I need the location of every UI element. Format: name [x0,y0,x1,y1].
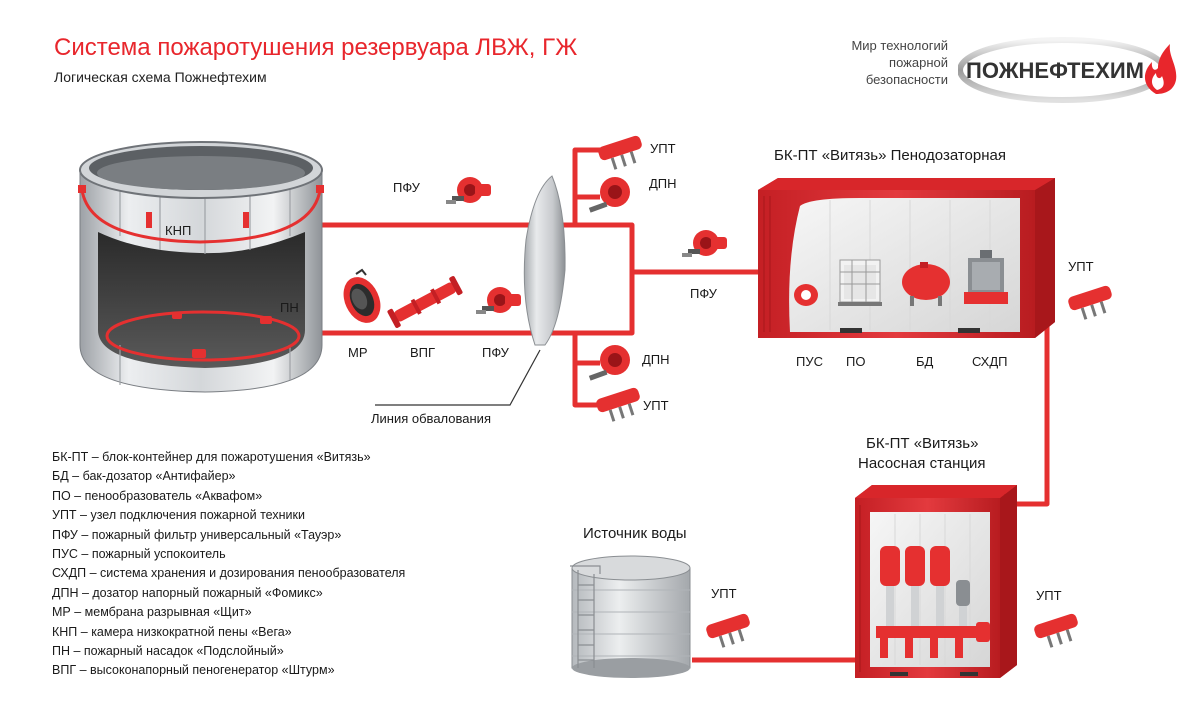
legend: БК-ПТ – блок-контейнер для пожаротушения… [52,448,405,681]
label-pfu-top: ПФУ [393,180,421,195]
legend-item: ВПГ – высоконапорный пеногенератор «Штур… [52,663,335,678]
label-dpn-bottom: ДПН [642,352,670,367]
label-pn: ПН [280,300,299,315]
foam-dosing-container: БК-ПТ «Витязь» Пенодозаторная [758,147,1055,369]
legend-item: МР – мембрана разрывная «Щит» [52,605,252,620]
filter-icon-line [476,287,521,314]
legend-item: СХДП – система хранения и дозирования пе… [52,566,406,581]
page-subtitle: Логическая схема Пожнефтехим [54,69,267,85]
label-skhdp: СХДП [972,354,1007,369]
connection-node-pump-right [1034,613,1078,648]
label-upt-bottom: УПТ [643,398,669,413]
label-upt-foam: УПТ [1068,259,1094,274]
connection-node-foam [1068,285,1112,320]
legend-item: ПН – пожарный насадок «Подслойный» [52,644,284,659]
filter-icon-mid [682,230,727,257]
calmer-icon [794,284,818,306]
dispenser-icon-bottom [588,345,630,381]
foam-generator [387,276,463,328]
label-upt-top: УПТ [650,141,676,156]
water-source-title: Источник воды [583,525,687,542]
brand-tagline: Мир технологий пожарной безопасности [800,37,948,88]
label-vpg: ВПГ [410,345,435,360]
connection-node-top [598,135,642,170]
legend-item: ПО – пенообразователь «Аквафом» [52,488,263,503]
tagline-line-3: безопасности [865,72,948,87]
pump-station-container: БК-ПТ «Витязь» Насосная станция [855,435,1017,678]
foam-storage-system-icon [964,250,1008,304]
label-pfu-line: ПФУ [482,345,510,360]
label-dpn-top: ДПН [649,176,677,191]
dispenser-icon-top [588,177,630,213]
foam-container-title: БК-ПТ «Витязь» Пенодозаторная [774,147,1006,164]
label-mr: МР [348,345,368,360]
legend-item: БК-ПТ – блок-контейнер для пожаротушения… [52,450,371,464]
pump-icon [876,546,990,658]
pump-title-line-1: БК-ПТ «Витязь» [866,435,978,452]
label-upt-pump-left: УПТ [711,586,737,601]
company-logo: ПОЖНЕФТЕХИМ [958,37,1177,103]
embankment-wall: Линия обвалования [371,175,566,426]
ladder-icon [570,565,601,668]
storage-tank: КНП ПН [78,141,324,393]
legend-item: ПУС – пожарный успокоитель [52,547,226,562]
page-title: Система пожаротушения резервуара ЛВЖ, ГЖ [54,34,578,61]
label-embankment: Линия обвалования [371,411,491,426]
label-po: ПО [846,354,865,369]
legend-item: БД – бак-дозатор «Антифайер» [52,469,236,484]
connection-node-bottom [596,387,640,422]
tagline-line-2: пожарной [889,55,948,70]
foam-chamber-icon [78,185,324,228]
label-pus: ПУС [796,354,823,369]
label-bd: БД [916,354,934,369]
connection-node-pump-left [706,613,750,648]
water-source-tank: Источник воды [570,525,691,678]
foam-tote-icon [838,259,882,306]
legend-item: КНП – камера низкократной пены «Вега» [52,624,292,639]
legend-item: УПТ – узел подключения пожарной техники [52,508,305,523]
logo-text: ПОЖНЕФТЕХИМ [966,58,1144,83]
tagline-line-1: Мир технологий [851,38,948,53]
burst-membrane [343,268,381,323]
label-pfu-mid: ПФУ [690,286,718,301]
filter-icon-top [446,177,491,204]
label-knp: КНП [165,223,191,238]
label-upt-pump-right: УПТ [1036,588,1062,603]
dosing-tank-icon [902,262,950,306]
legend-item: ПФУ – пожарный фильтр универсальный «Тау… [52,527,342,542]
legend-item: ДПН – дозатор напорный пожарный «Фомикс» [52,585,323,600]
nozzle-icon [172,312,272,358]
pump-title-line-2: Насосная станция [858,455,986,472]
